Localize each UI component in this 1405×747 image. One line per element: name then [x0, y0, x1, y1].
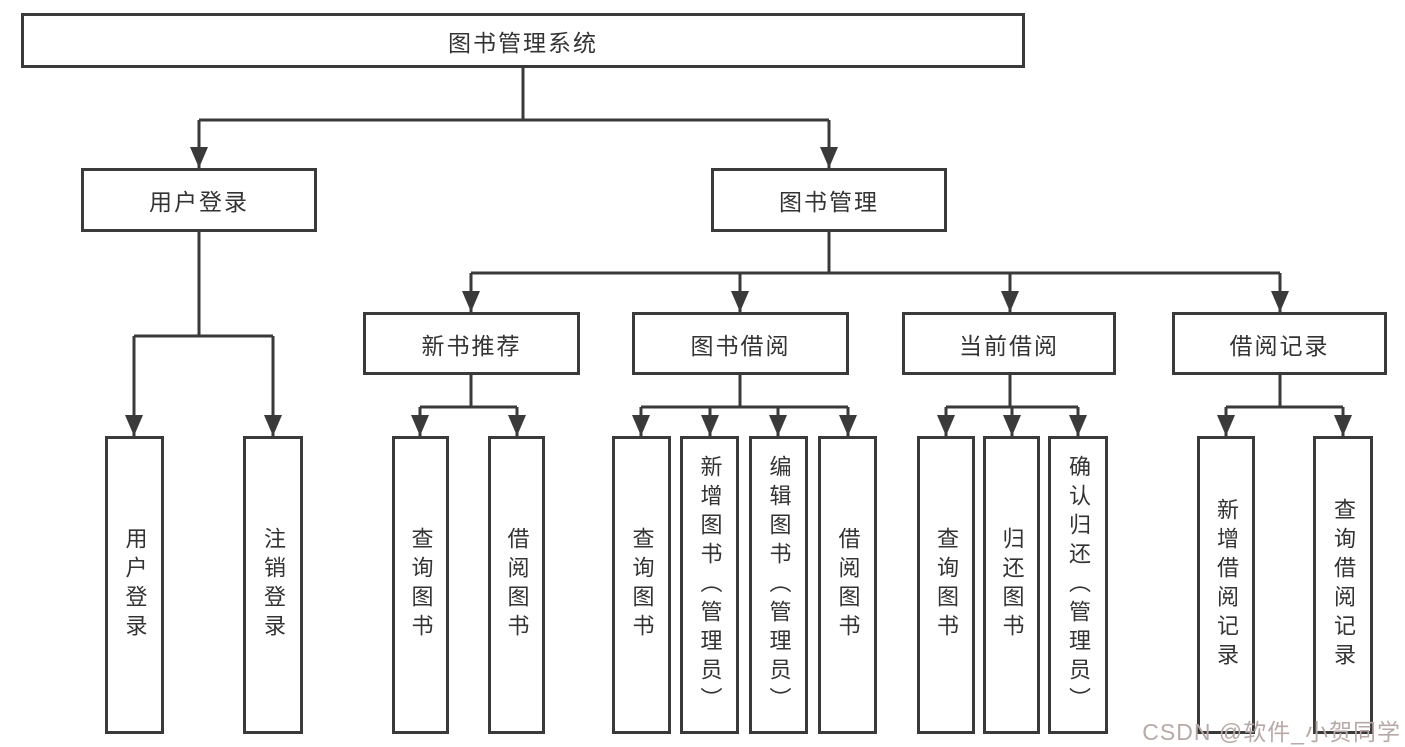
connector-user-login-children [125, 232, 282, 436]
node-borrow-records-label: 借阅记录 [1229, 332, 1330, 359]
leaf-current-query-book-label: 查询图书 [934, 527, 959, 643]
connector-new-book-rec-children [411, 375, 526, 436]
leaf-borrow-borrow-book-label: 借阅图书 [835, 527, 861, 643]
leaf-borrow-query-book: 查询图书 [612, 436, 671, 734]
leaf-borrow-add-book-admin-label: 新增图书（管理员） [697, 454, 723, 716]
leaf-current-return-book: 归还图书 [983, 436, 1040, 734]
leaf-newrec-query-book: 查询图书 [392, 436, 449, 734]
node-new-book-rec: 新书推荐 [363, 312, 580, 375]
leaf-records-query-record-label: 查询借阅记录 [1331, 498, 1356, 672]
leaf-current-confirm-return-admin: 确认归还（管理员） [1048, 436, 1108, 734]
node-book-mgmt-label: 图书管理 [779, 189, 879, 215]
node-current-borrow: 当前借阅 [902, 312, 1116, 375]
node-borrow-records: 借阅记录 [1172, 312, 1387, 375]
leaf-borrow-edit-book-admin: 编辑图书（管理员） [749, 436, 808, 734]
leaf-newrec-query-book-label: 查询图书 [408, 527, 434, 643]
leaf-records-add-record: 新增借阅记录 [1197, 436, 1255, 734]
node-new-book-rec-label: 新书推荐 [421, 332, 522, 359]
leaf-logout-label: 注销登录 [261, 527, 286, 643]
leaf-borrow-borrow-book: 借阅图书 [818, 436, 877, 734]
leaf-user-login: 用户登录 [105, 436, 164, 734]
leaf-borrow-add-book-admin: 新增图书（管理员） [680, 436, 739, 734]
connector-root-to-level2 [190, 68, 838, 168]
leaf-records-query-record: 查询借阅记录 [1313, 436, 1373, 734]
csdn-watermark: CSDN @软件_小贺同学 [1142, 719, 1401, 745]
connector-book-borrow-children [632, 375, 857, 436]
node-current-borrow-label: 当前借阅 [959, 332, 1059, 359]
node-user-login-label: 用户登录 [149, 189, 249, 215]
leaf-borrow-query-book-label: 查询图书 [629, 527, 655, 643]
connector-borrow-records-children [1217, 375, 1352, 436]
node-root-system: 图书管理系统 [21, 13, 1025, 68]
leaf-current-confirm-return-admin-label: 确认归还（管理员） [1066, 454, 1091, 716]
node-book-borrow: 图书借阅 [632, 312, 849, 375]
node-book-mgmt: 图书管理 [711, 168, 947, 232]
leaf-current-query-book: 查询图书 [917, 436, 975, 734]
connector-book-mgmt-children [462, 232, 1289, 312]
node-root-system-label: 图书管理系统 [448, 29, 598, 56]
leaf-newrec-borrow-book-label: 借阅图书 [504, 527, 530, 643]
leaf-borrow-edit-book-admin-label: 编辑图书（管理员） [766, 454, 792, 716]
node-user-login: 用户登录 [81, 168, 317, 232]
node-book-borrow-label: 图书借阅 [690, 332, 791, 359]
leaf-records-add-record-label: 新增借阅记录 [1214, 498, 1239, 672]
leaf-logout: 注销登录 [243, 436, 303, 734]
leaf-newrec-borrow-book: 借阅图书 [488, 436, 545, 734]
leaf-current-return-book-label: 归还图书 [999, 527, 1025, 643]
leaf-user-login-label: 用户登录 [122, 527, 148, 643]
connector-current-borrow-children [937, 375, 1087, 436]
